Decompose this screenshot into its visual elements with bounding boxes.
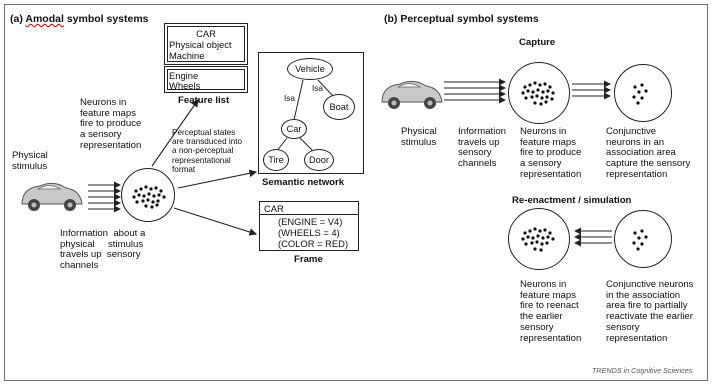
stimulus-label-a: Physical stimulus [12,150,48,172]
neuron-cluster-icon [632,229,648,251]
conjunctive-description-b: Conjunctive neurons in an association ar… [606,126,691,180]
frame-header: CAR [264,203,284,214]
reenactment-arrows [574,227,612,247]
capture-arrows [572,80,611,100]
feature-list-entry: Wheels [169,80,201,91]
frame-slot: (ENGINE = V4) [278,216,343,227]
frame-label: Frame [294,254,323,265]
feature-list-entry: Machine [169,50,205,61]
edge-label-isa: Isa [284,94,295,103]
information-description-b: Information travels up sensory channels [458,126,506,170]
reenact-neurons-description: Neurons in feature maps fire to reenact … [520,279,582,344]
node-vehicle: Vehicle [287,58,333,80]
capture-heading: Capture [519,37,556,48]
feature-list-entry: CAR [196,28,216,39]
node-car: Car [281,119,307,139]
sensory-arrows-a [88,181,121,213]
association-neurons-reenact [614,210,672,268]
panel-a-title: (a) Amodal symbol systems [10,13,149,25]
feature-map-neurons-b [508,62,570,124]
neuron-cluster-icon [521,81,555,106]
node-door: Door [304,149,334,171]
association-neurons-b [614,64,672,122]
transduction-description: Perceptual states are transduced into a … [172,128,243,174]
information-description-a: Information about a physical stimulus tr… [60,228,146,272]
feature-list-box-bottom: Engine Wheels [164,66,248,93]
frame-slot: (COLOR = RED) [278,238,349,249]
feature-list-entry: Physical object [169,39,232,50]
neurons-description-b: Neurons in feature maps fire to produce … [520,126,582,180]
figure-border [4,4,708,381]
panel-b-title: (b) Perceptual symbol systems [384,13,539,25]
feature-list-entry: Engine [169,70,199,81]
credit-line: TRENDS in Cognitive Sciences [592,366,693,375]
neuron-cluster-icon [132,185,166,209]
feature-map-neurons-reenact [508,208,570,270]
reenact-conjunctive-description: Conjunctive neurons in the association a… [606,279,694,344]
car-icon [16,178,86,219]
reenactment-heading: Re-enactment / simulation [512,195,632,206]
neuron-cluster-icon [521,227,555,252]
feature-list-box-top: CAR Physical object Machine [164,23,248,65]
sensory-arrows-b [444,78,506,104]
feature-map-neurons-a [121,168,175,222]
frame-slot: (WHEELS = 4) [278,227,340,238]
neuron-cluster-icon [632,83,648,105]
neurons-description-a: Neurons in feature maps fire to produce … [80,97,142,151]
frame-box: CAR (ENGINE = V4) (WHEELS = 4) (COLOR = … [259,201,359,251]
node-boat: Boat [323,94,355,120]
car-icon [376,76,446,117]
stimulus-label-b: Physical stimulus [401,126,437,148]
semantic-network-box [258,52,364,174]
node-tire: Tire [263,149,289,171]
feature-list-label: Feature list [178,95,230,106]
transduction-arrows [151,99,258,236]
edge-label-isa: Isa [312,84,323,93]
semantic-network-label: Semantic network [262,177,345,188]
